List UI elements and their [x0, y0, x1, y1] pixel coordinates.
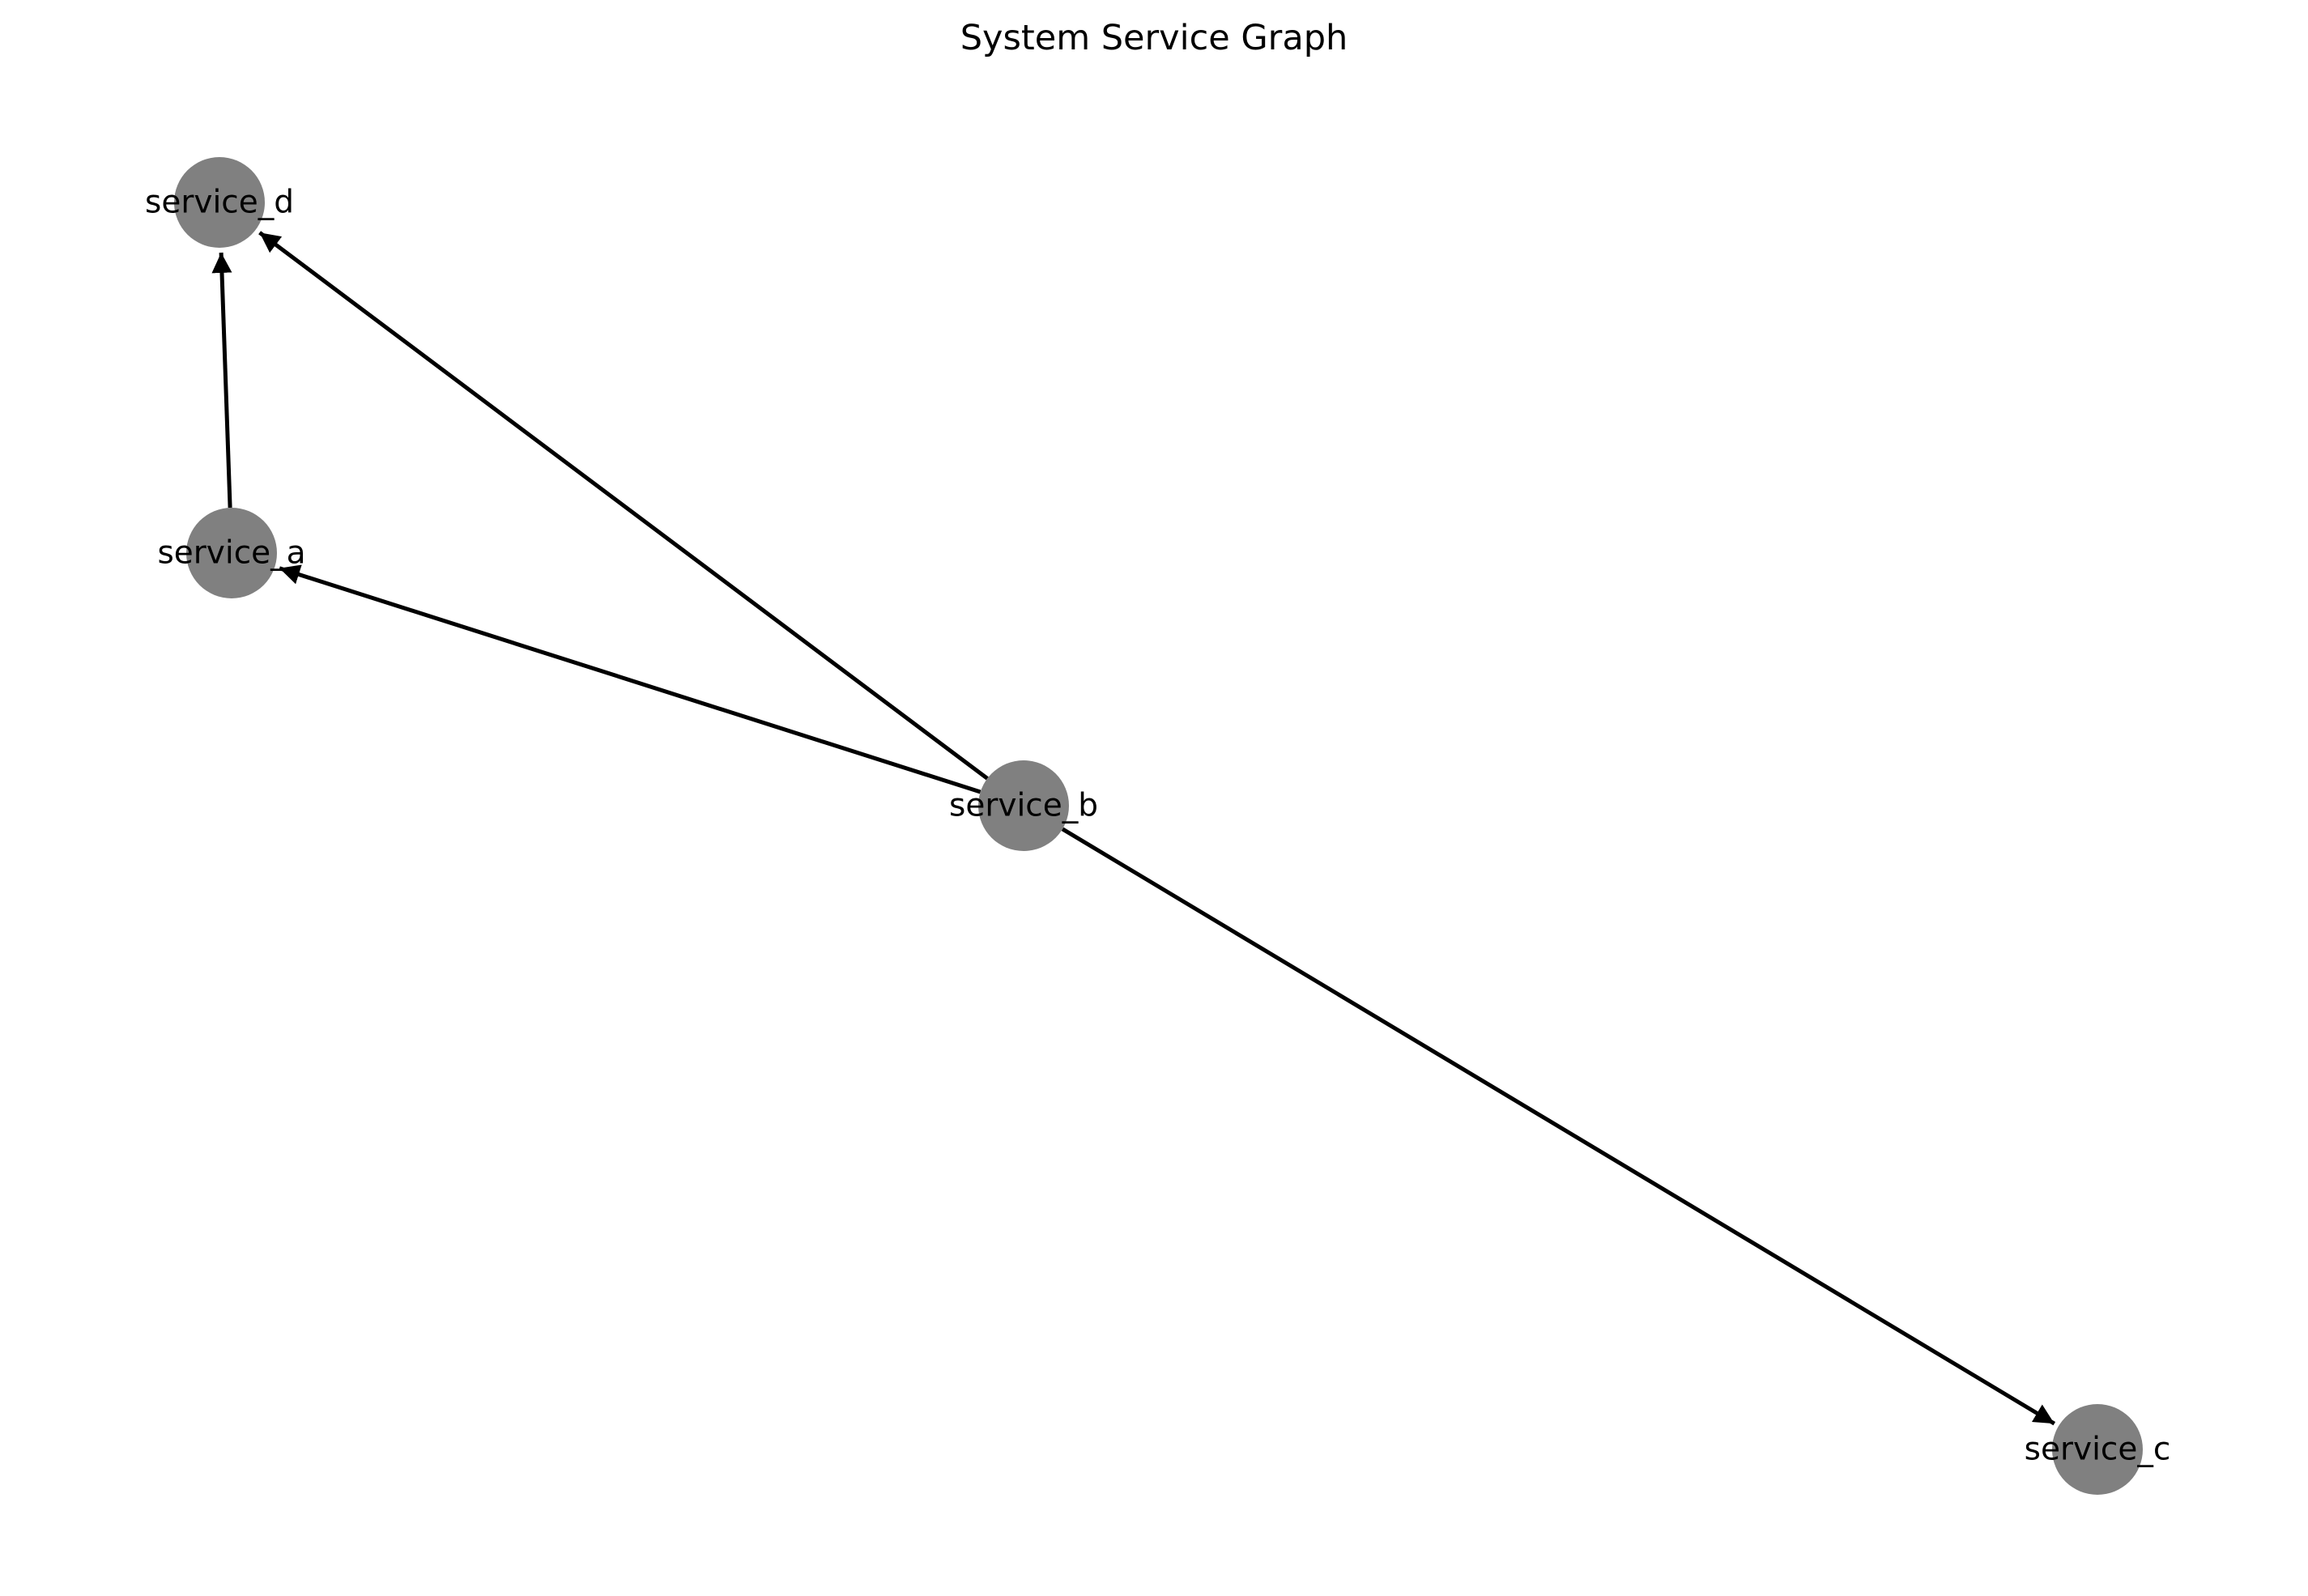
edge-service_b-to-service_c [1061, 827, 2056, 1426]
node-label-service_d: service_d [145, 185, 294, 221]
node-service_c [2052, 1404, 2143, 1495]
nodes-layer [174, 157, 2143, 1495]
node-service_d [174, 157, 265, 248]
node-label-service_b: service_b [949, 788, 1098, 824]
node-label-service_c: service_c [2025, 1432, 2171, 1468]
edge-service_a-to-service_d [211, 252, 232, 509]
edge-service_b-to-service_a [279, 564, 982, 794]
labels-layer: service_d service_a service_b service_c [145, 185, 2170, 1468]
node-service_a [186, 508, 277, 598]
edges-layer [211, 231, 2056, 1426]
diagram-title: System Service Graph [960, 18, 1348, 58]
edge-service_b-to-service_d [258, 231, 989, 781]
node-label-service_a: service_a [157, 535, 305, 572]
node-service_b [978, 760, 1069, 851]
